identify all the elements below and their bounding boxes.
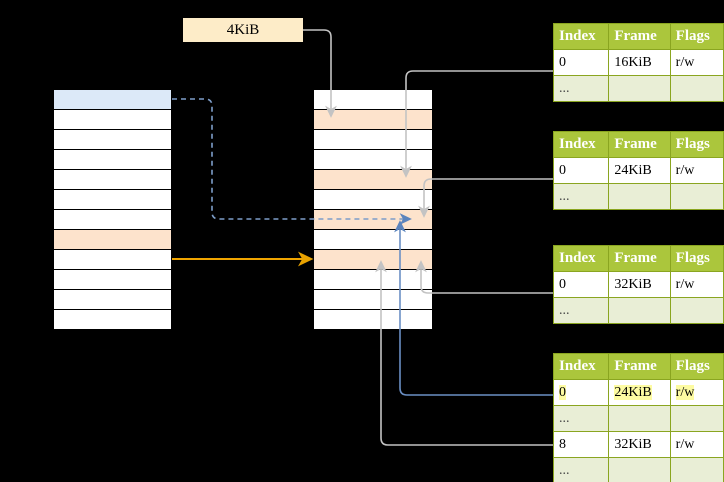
virtual-page-row-11: [53, 309, 172, 330]
cell-flags: [669, 405, 724, 432]
column-header-index: Index: [552, 131, 610, 158]
cell-flags: r/w: [669, 49, 724, 76]
table-row[interactable]: ...: [552, 183, 724, 210]
highlight-text: 0: [559, 384, 566, 400]
table-row[interactable]: ...: [552, 457, 724, 482]
cell-frame: 32KiB: [608, 431, 671, 458]
virtual-page-row-10: [53, 289, 172, 310]
virtual-page-row-1: [53, 109, 172, 130]
virtual-page-row-4: [53, 169, 172, 190]
column-header-frame: Frame: [608, 23, 671, 50]
column-header-index: Index: [552, 23, 610, 50]
virtual-page-row-6: [53, 209, 172, 230]
physical-frame-row-7: [313, 229, 433, 250]
cell-flags: r/w: [669, 271, 724, 298]
cell-frame: [608, 75, 671, 102]
cell-index: 0: [552, 379, 610, 406]
column-header-flags: Flags: [669, 131, 724, 158]
cell-flags: r/w: [669, 379, 724, 406]
column-header-flags: Flags: [669, 245, 724, 272]
virtual-page-row-8: [53, 249, 172, 270]
cell-frame: 24KiB: [608, 379, 671, 406]
table-row[interactable]: 0 24KiB r/w: [552, 379, 724, 406]
cell-frame: [608, 183, 671, 210]
virtual-page-row-3: [53, 149, 172, 170]
physical-address-space-column: [313, 89, 433, 330]
physical-frame-row-9: [313, 269, 433, 290]
cell-frame: 16KiB: [608, 49, 671, 76]
cell-index: 0: [552, 271, 610, 298]
highlight-text: r/w: [675, 384, 695, 400]
cell-frame: [608, 457, 671, 482]
physical-frame-row-1: [313, 109, 433, 130]
cell-flags: [669, 75, 724, 102]
cell-index: ...: [552, 405, 610, 432]
physical-frame-row-3: [313, 149, 433, 170]
physical-frame-row-6: [313, 209, 433, 230]
virtual-page-row-9: [53, 269, 172, 290]
virtual-page-row-0: [53, 89, 172, 110]
cell-index: ...: [552, 297, 610, 324]
physical-frame-row-11: [313, 309, 433, 330]
column-header-flags: Flags: [669, 23, 724, 50]
column-header-frame: Frame: [608, 245, 671, 272]
physical-frame-row-10: [313, 289, 433, 310]
cell-flags: r/w: [669, 431, 724, 458]
virtual-page-row-7: [53, 229, 172, 250]
cell-flags: [669, 183, 724, 210]
table-row[interactable]: ...: [552, 297, 724, 324]
highlight-text: 24KiB: [614, 384, 652, 400]
virtual-address-space-column: [53, 89, 172, 330]
column-header-frame: Frame: [608, 353, 671, 380]
cell-frame: 32KiB: [608, 271, 671, 298]
cell-frame: [608, 297, 671, 324]
cell-flags: [669, 457, 724, 482]
cell-frame: 24KiB: [608, 157, 671, 184]
virtual-page-row-5: [53, 189, 172, 210]
table-row[interactable]: ...: [552, 405, 724, 432]
physical-frame-row-5: [313, 189, 433, 210]
cell-index: 0: [552, 157, 610, 184]
cell-index: ...: [552, 183, 610, 210]
cell-flags: [669, 297, 724, 324]
cell-index: 0: [552, 49, 610, 76]
physical-frame-row-4: [313, 169, 433, 190]
cell-flags: r/w: [669, 157, 724, 184]
table-row[interactable]: ...: [552, 75, 724, 102]
cell-frame: [608, 405, 671, 432]
page-size-label: 4KiB: [183, 18, 303, 42]
column-header-index: Index: [552, 245, 610, 272]
physical-frame-row-8: [313, 249, 433, 270]
cell-index: ...: [552, 457, 610, 482]
cell-index: ...: [552, 75, 610, 102]
column-header-frame: Frame: [608, 131, 671, 158]
physical-frame-row-2: [313, 129, 433, 150]
physical-frame-row-0: [313, 89, 433, 110]
cell-index: 8: [552, 431, 610, 458]
column-header-flags: Flags: [669, 353, 724, 380]
column-header-index: Index: [552, 353, 610, 380]
virtual-page-row-2: [53, 129, 172, 150]
